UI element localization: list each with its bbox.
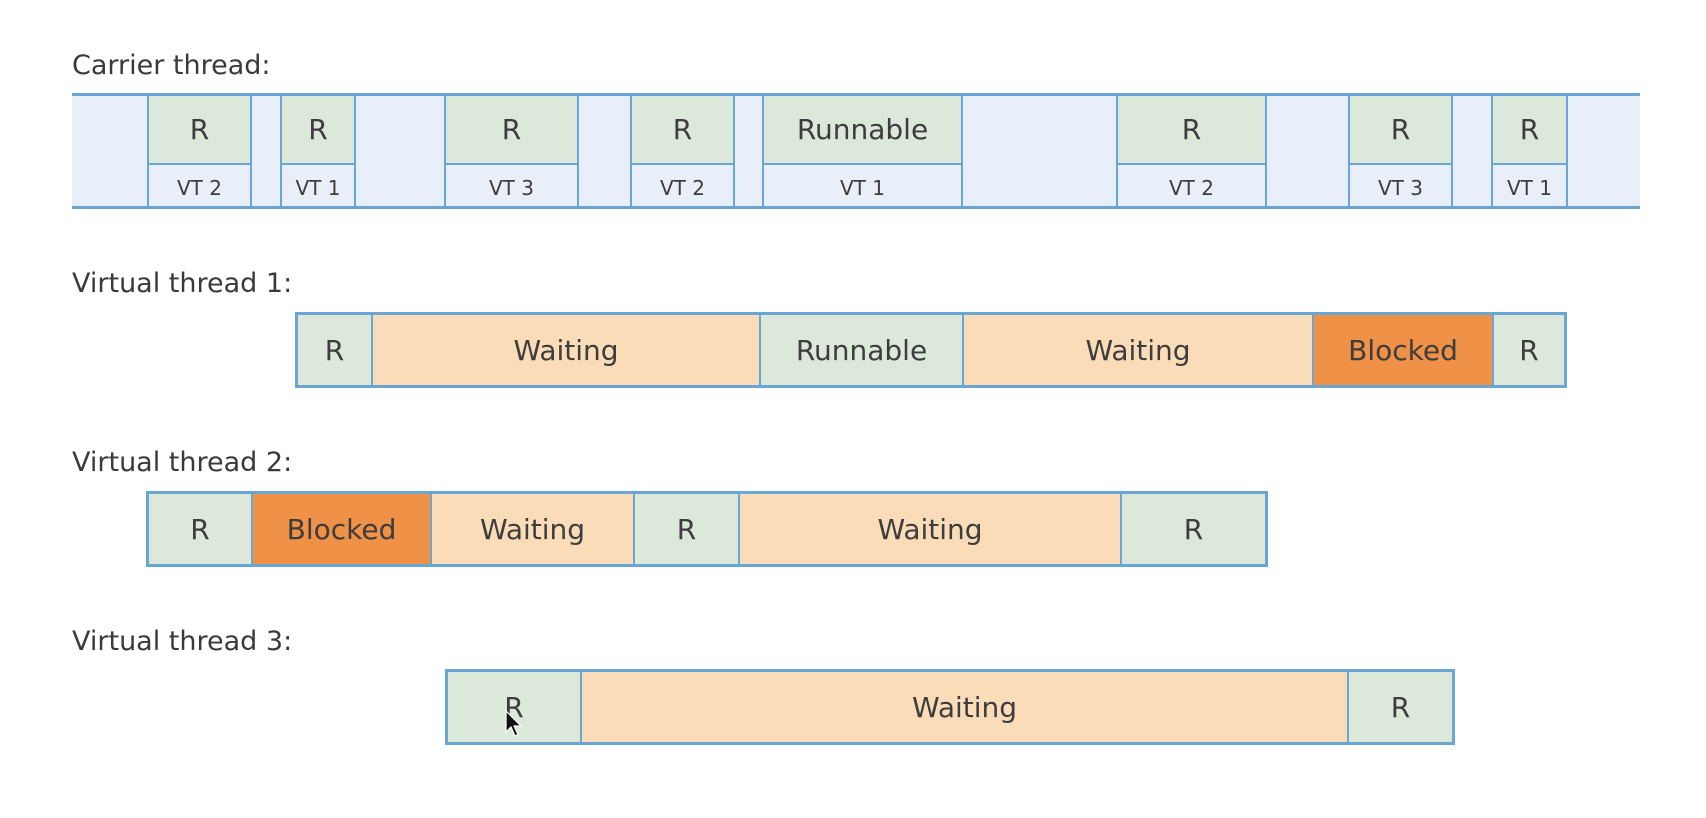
vt2-segment-blocked: Blocked [253,494,432,564]
carrier-slot-owner: VT 1 [1493,170,1566,206]
vt1-segment-waiting: Waiting [373,315,761,385]
carrier-slot-state: R [632,96,733,165]
vt2-segment-waiting: Waiting [740,494,1122,564]
carrier-slot-owner: VT 1 [764,170,961,206]
carrier-slot: R VT 3 [444,96,579,206]
carrier-slot: R VT 2 [147,96,252,206]
vt3-segment-waiting: Waiting [582,672,1349,742]
carrier-slot-owner: VT 2 [149,170,250,206]
carrier-slot-state: Runnable [764,96,961,165]
carrier-slot: R VT 1 [280,96,356,206]
carrier-slot-owner: VT 2 [632,170,733,206]
vt2-segment-running: R [149,494,253,564]
virtual-thread-1-label: Virtual thread 1: [72,268,293,299]
carrier-thread-label: Carrier thread: [72,50,271,81]
carrier-slot-owner: VT 1 [282,170,354,206]
virtual-thread-2-label: Virtual thread 2: [72,447,293,478]
carrier-slot: R VT 2 [630,96,735,206]
vt1-segment-running: R [298,315,373,385]
mouse-pointer-icon [505,710,523,737]
carrier-slot: R VT 1 [1491,96,1568,206]
vt1-segment-running: Runnable [761,315,964,385]
virtual-thread-3-label: Virtual thread 3: [72,626,293,657]
carrier-slot-state: R [1350,96,1451,165]
vt1-segment-blocked: Blocked [1314,315,1494,385]
carrier-slot-owner: VT 3 [1350,170,1451,206]
carrier-slot: R VT 2 [1116,96,1267,206]
carrier-slot-state: R [446,96,577,165]
carrier-slot-state: R [1493,96,1566,165]
carrier-slot-state: R [149,96,250,165]
vt2-segment-waiting: Waiting [432,494,635,564]
carrier-slot: Runnable VT 1 [762,96,963,206]
vt1-segment-running: R [1494,315,1564,385]
vt2-segment-running: R [635,494,740,564]
vt3-segment-running: R [1349,672,1452,742]
carrier-thread-track: R VT 2 R VT 1 R VT 3 R VT 2 Runnable VT 1 R VT 2 R VT… [72,93,1640,209]
vt2-segment-running: R [1122,494,1265,564]
carrier-slot-state: R [1118,96,1265,165]
carrier-slot-owner: VT 2 [1118,170,1265,206]
carrier-slot: R VT 3 [1348,96,1453,206]
carrier-slot-owner: VT 3 [446,170,577,206]
carrier-slot-state: R [282,96,354,165]
vt1-segment-waiting: Waiting [964,315,1314,385]
